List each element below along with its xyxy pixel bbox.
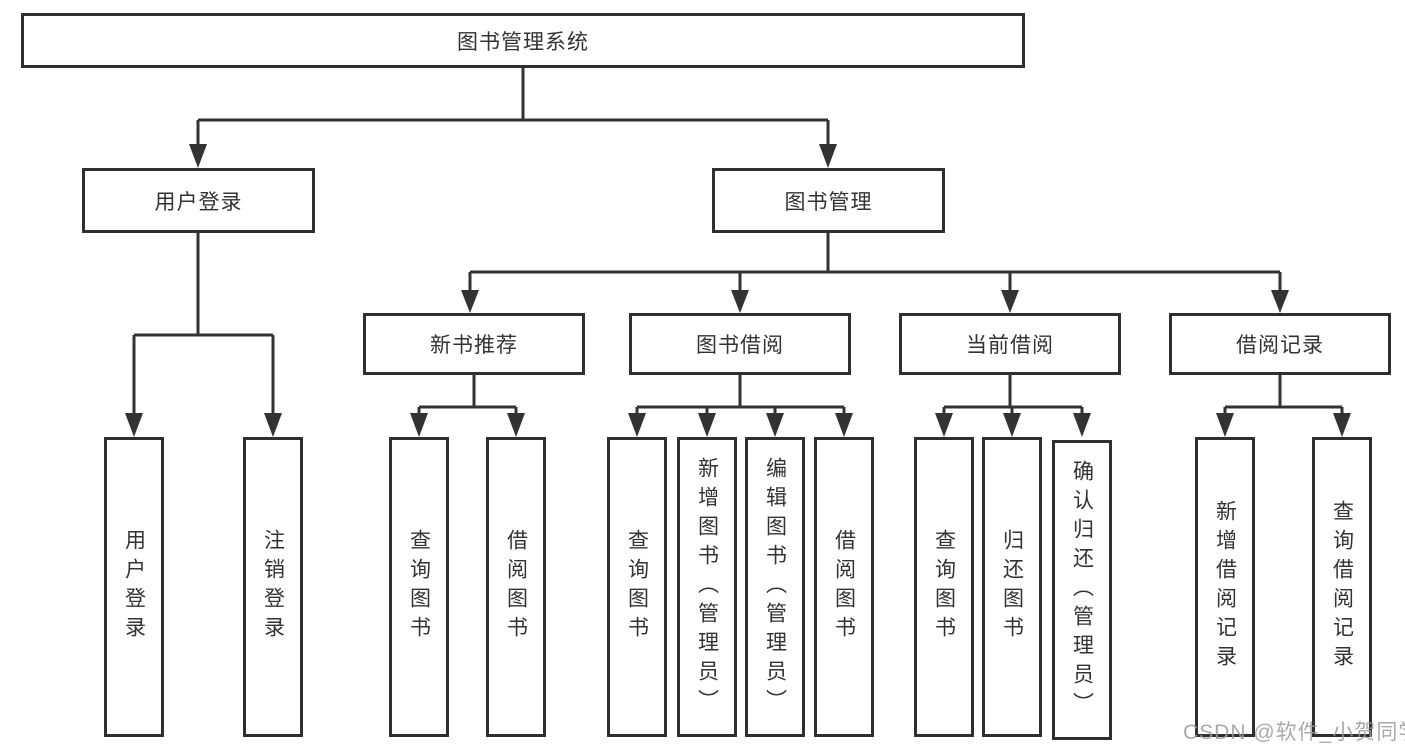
node-return-book: 归还图书 <box>982 437 1042 737</box>
leaf-label: 用户登录 <box>122 529 146 645</box>
leaf-label: 新增图书（管理员） <box>695 456 719 718</box>
leaf-label: 借阅图书 <box>832 529 856 645</box>
node-current-borrowing: 当前借阅 <box>899 313 1121 375</box>
node-query-borrow-record: 查询借阅记录 <box>1312 437 1372 737</box>
leaf-label: 查询图书 <box>625 529 649 645</box>
node-book-management: 图书管理 <box>712 168 945 233</box>
node-borrow-book-2: 借阅图书 <box>814 437 874 737</box>
node-borrowing-records: 借阅记录 <box>1169 313 1391 375</box>
leaf-label: 借阅图书 <box>504 529 528 645</box>
node-user-login: 用户登录 <box>82 168 315 233</box>
leaf-label: 编辑图书（管理员） <box>763 456 787 718</box>
node-add-borrow-record: 新增借阅记录 <box>1195 437 1255 737</box>
node-library-system: 图书管理系统 <box>21 13 1025 68</box>
node-query-book-3: 查询图书 <box>914 437 974 737</box>
node-book-borrowing: 图书借阅 <box>629 313 851 375</box>
node-add-book-admin: 新增图书（管理员） <box>677 437 737 737</box>
csdn-watermark: CSDN @软件_小贺同学 <box>1183 721 1405 744</box>
leaf-label: 查询借阅记录 <box>1330 500 1354 674</box>
node-query-book-2: 查询图书 <box>607 437 667 737</box>
node-borrow-book-1: 借阅图书 <box>486 437 546 737</box>
node-logout: 注销登录 <box>243 437 303 737</box>
leaf-label: 确认归还（管理员） <box>1070 459 1094 721</box>
node-user-login-leaf: 用户登录 <box>104 437 164 737</box>
leaf-label: 归还图书 <box>1000 529 1024 645</box>
leaf-label: 查询图书 <box>407 529 431 645</box>
node-query-book-1: 查询图书 <box>389 437 449 737</box>
leaf-label: 新增借阅记录 <box>1213 500 1237 674</box>
node-new-book-recommend: 新书推荐 <box>363 313 585 375</box>
leaf-label: 注销登录 <box>261 529 285 645</box>
node-edit-book-admin: 编辑图书（管理员） <box>745 437 805 737</box>
leaf-label: 查询图书 <box>932 529 956 645</box>
node-confirm-return-admin: 确认归还（管理员） <box>1052 440 1112 740</box>
